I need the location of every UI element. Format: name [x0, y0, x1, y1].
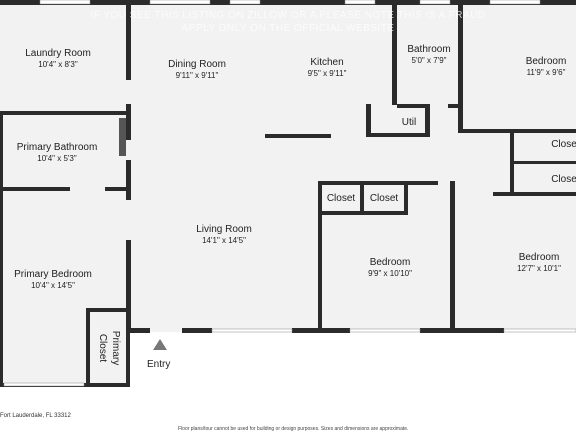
walls: [0, 0, 576, 387]
kitchen-name: Kitchen: [310, 57, 343, 68]
windows: [3, 0, 576, 387]
primary-closet-label-2: Closet: [97, 334, 108, 363]
entry-label: Entry: [147, 359, 170, 370]
laundry-room-name: Laundry Room: [25, 48, 91, 59]
closet-e1-label: Close: [551, 139, 576, 150]
watermark-line-1: IF YOU SEE THIS LISTING ON ZILLOW OR A P…: [90, 10, 485, 21]
primary-bathroom-name: Primary Bathroom: [17, 142, 98, 153]
dining-room-dims: 9'11" x 9'11": [176, 71, 219, 80]
primary-closet-label-1: Primary: [110, 331, 121, 365]
living-room-name: Living Room: [196, 224, 252, 235]
address-text: Fort Lauderdale, FL 33312: [0, 413, 71, 419]
laundry-room-dims: 10'4" x 8'3": [38, 60, 78, 69]
closet-a-label: Closet: [327, 193, 356, 204]
bedroom-ne-dims: 11'9" x 9'6": [527, 68, 566, 77]
bedroom-center-dims: 9'9" x 10'10": [368, 269, 412, 278]
watermark-line-2: APPLY ONLY ON THE OFFICIAL WEBSITE: [182, 23, 395, 34]
entry-arrow-icon: [153, 339, 167, 350]
bedroom-ne-name: Bedroom: [526, 56, 567, 67]
primary-bedroom-name: Primary Bedroom: [14, 269, 92, 280]
primary-bedroom-dims: 10'4" x 14'5": [31, 281, 75, 290]
util-label: Util: [402, 117, 416, 128]
kitchen-dims: 9'5" x 9'11": [308, 69, 347, 78]
bedroom-se-dims: 12'7" x 10'1": [517, 264, 561, 273]
bathroom-dims: 5'0" x 7'9": [412, 56, 447, 65]
living-room-dims: 14'1" x 14'5": [202, 236, 246, 245]
closet-e2-label: Close: [551, 174, 576, 185]
bathroom-name: Bathroom: [407, 44, 450, 55]
primary-bathroom-dims: 10'4" x 5'3": [37, 154, 77, 163]
floor-area: [0, 0, 576, 384]
dining-room-name: Dining Room: [168, 59, 226, 70]
bedroom-se-name: Bedroom: [519, 252, 560, 263]
closet-b-label: Closet: [370, 193, 399, 204]
disclaimer-text: Floor plans/tour cannot be used for buil…: [178, 426, 408, 432]
bedroom-center-name: Bedroom: [370, 257, 411, 268]
